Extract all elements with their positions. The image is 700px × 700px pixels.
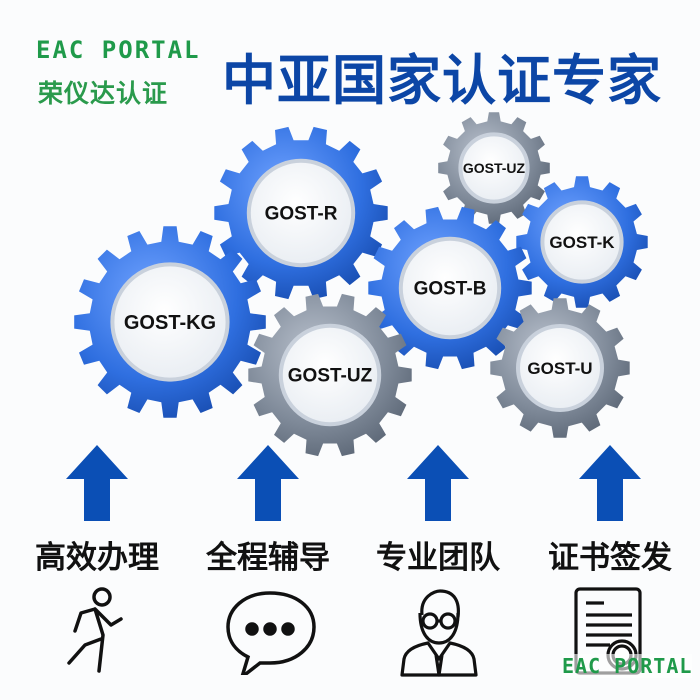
gear-gost-b: GOST-B [368,206,532,370]
expert-person-icon [398,585,478,677]
gear-gost-k: GOST-K [516,176,648,308]
running-person-icon [55,585,135,675]
chat-bubble-icon [222,585,316,682]
gear-face [110,262,230,382]
headline: 中亚国家认证专家 [222,49,662,112]
up-arrow-icon [579,445,641,521]
gear-label: GOST-R [265,204,338,225]
feature-label: 全程辅导 [206,540,330,576]
brand-name: 荣仪达认证 [38,79,169,108]
gear-face [516,324,604,412]
gear-label: GOST-B [414,279,487,300]
gear-face [458,132,530,204]
up-arrow-icon [237,445,299,521]
gear-face [246,158,356,268]
watermark-logo: EAC PORTAL [562,654,693,678]
gear-label: GOST-K [549,233,615,252]
gear-face [540,200,624,284]
gear-gost-uz: GOST-UZ [438,112,550,224]
gear-gost-uz: GOST-UZ [248,293,412,457]
gear-label: GOST-KG [124,312,216,334]
gear-label: GOST-UZ [463,160,526,176]
feature-label: 专业团队 [376,540,500,576]
gear-label: GOST-UZ [288,366,373,387]
gear-gost-u: GOST-U [490,298,630,438]
feature-label: 高效办理 [35,540,159,576]
brand-logo: EAC PORTAL [36,36,201,64]
gear-cluster: GOST-UZ GOST-R GOST-K GOST-B GOST-U GOST-KG GO… [74,112,648,457]
gear-gost-r: GOST-R [214,126,388,300]
gear-gost-kg: GOST-KG [74,226,266,418]
up-arrow-icon [66,445,128,521]
gear-label: GOST-U [527,359,592,378]
feature-label: 证书签发 [548,540,672,576]
up-arrow-icon [407,445,469,521]
gear-face [278,323,382,427]
gear-face [398,236,502,340]
